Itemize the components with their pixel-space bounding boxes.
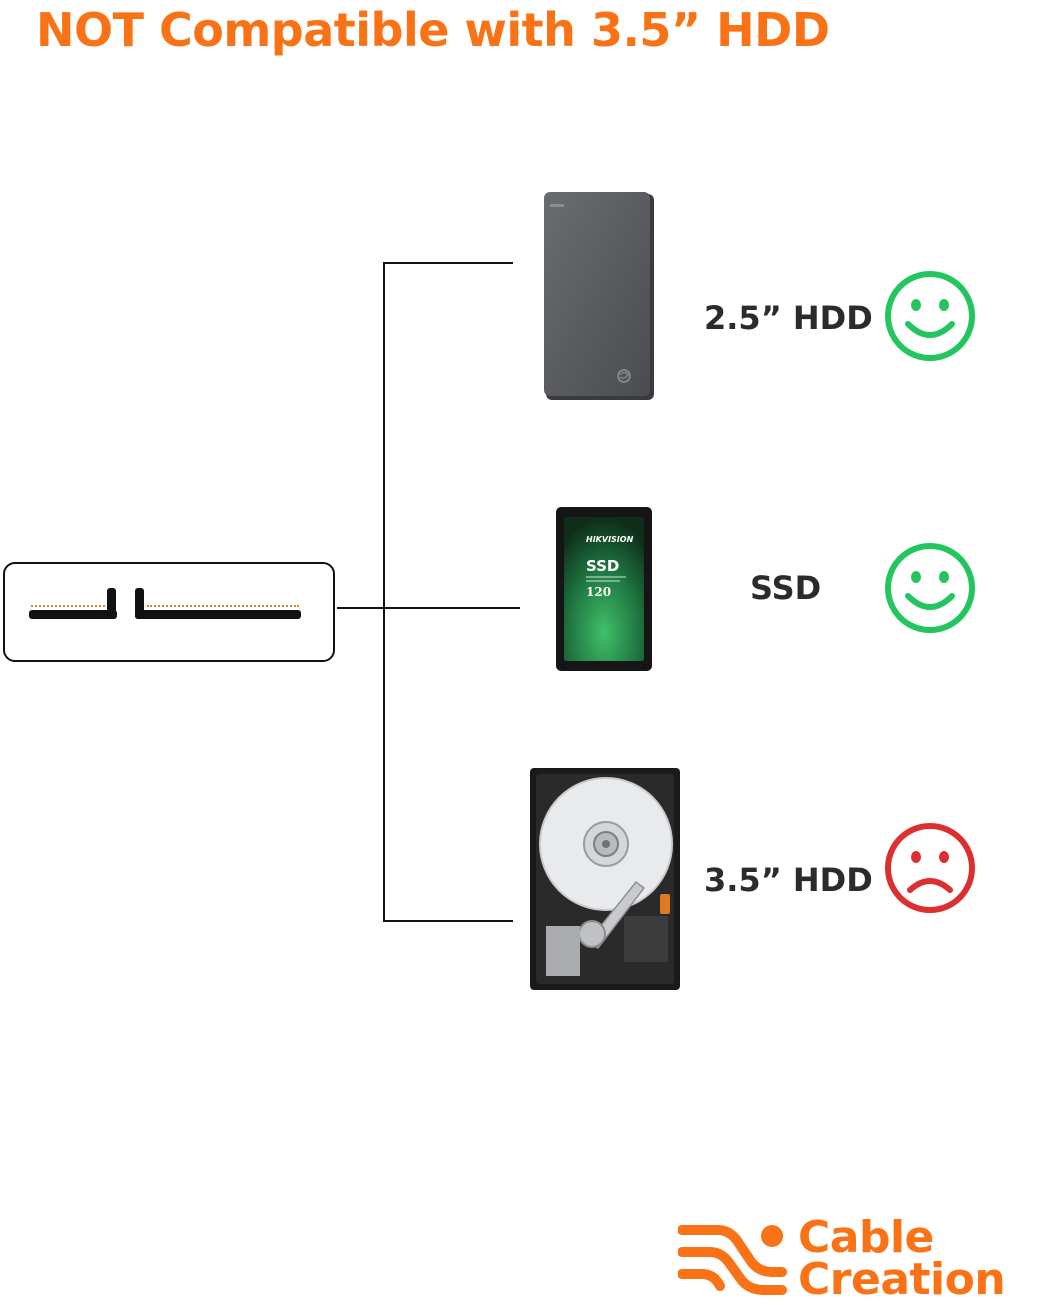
smiley-face-icon	[885, 543, 975, 633]
branch-middle	[337, 607, 520, 609]
ssd-case-model: SSD	[586, 557, 619, 575]
page-title: NOT Compatible with 3.5” HDD	[36, 3, 830, 57]
connector-pin-short-riser	[107, 588, 116, 619]
hdd-3-5-drive-image	[530, 768, 680, 990]
ssd-drive-image: HIKVISION SSD 120	[556, 507, 652, 671]
drive-label-hdd-3-5: 3.5” HDD	[704, 861, 873, 899]
cable-creation-logo-mark-icon	[678, 1225, 787, 1295]
branch-top	[383, 262, 513, 264]
hdd-2-5-drive-image	[544, 192, 654, 400]
smiley-face-icon	[885, 271, 975, 361]
connector-pin-long-riser	[135, 588, 144, 619]
branch-bottom	[383, 920, 513, 922]
connector-pin-long	[135, 610, 301, 619]
drive-label-ssd: SSD	[750, 569, 822, 607]
brand-name-line1: Cable	[798, 1212, 934, 1263]
ssd-case-capacity: 120	[586, 585, 611, 599]
branch-trunk	[383, 262, 385, 922]
connector-contacts-long	[147, 605, 299, 610]
sad-face-icon	[885, 823, 975, 913]
drive-label-hdd-2-5: 2.5” HDD	[704, 299, 873, 337]
cable-creation-logo: Cable Creation	[678, 1212, 1046, 1304]
ssd-case-brand: HIKVISION	[586, 535, 634, 544]
connector-contacts-short	[31, 605, 105, 610]
sata-connector-illustration	[3, 562, 335, 662]
brand-name-line2: Creation	[798, 1254, 1006, 1305]
connector-pin-short	[29, 610, 117, 619]
